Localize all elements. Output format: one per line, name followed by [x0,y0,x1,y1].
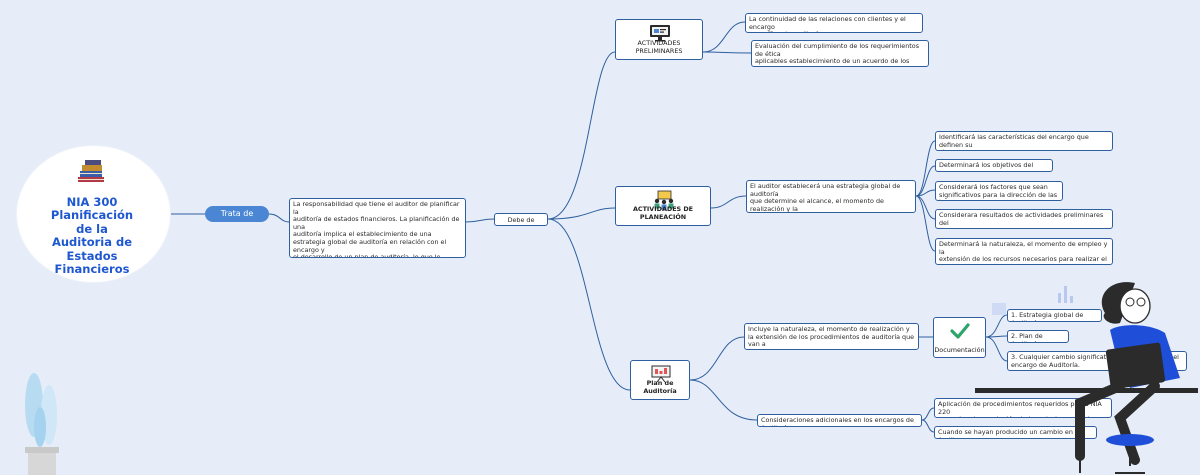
branch-label: ACTIVIDADES DE PLANEACIÓN [632,205,694,221]
debe-de-realizar-box: Debe de realizar [494,213,548,226]
team-presentation-icon [654,190,674,210]
planeacion-item-4: Considerara resultados de actividades pr… [935,209,1113,229]
branch-plan-de-auditoria: Plan de Auditoría [630,360,690,400]
documentacion-item-1: 1. Estrategia global de Auditoría [1007,309,1102,322]
trata-de-label: Trata de [205,206,269,222]
checkmark-icon [950,323,970,339]
person-laptop-illustration [975,282,1198,474]
documentacion-item-2: 2. Plan de Auditoría [1007,330,1069,343]
description-box: La responsabilidad que tiene el auditor … [289,198,466,258]
branch-label: ACTIVIDADES PRELIMINARES [635,39,683,55]
planeacion-item-2: Determinará los objetivos del encargo. [935,159,1053,172]
preliminares-item-1: La continuidad de las relaciones con cli… [745,13,923,33]
plant-illustration [25,373,59,475]
presentation-board-icon [651,365,671,383]
branch-label: Plan de Auditoría [643,379,677,395]
documentacion-box: Documentación [933,317,986,358]
consideraciones-box: Consideraciones adicionales en los encar… [757,414,922,427]
planeacion-item-5: Determinará la naturaleza, el momento de… [935,238,1113,265]
books-icon [78,160,104,182]
documentacion-label: Documentación [934,346,985,354]
planeacion-description: El auditor establecerá una estrategia gl… [746,180,916,213]
branch-actividades-planeacion: ACTIVIDADES DE PLANEACIÓN [615,186,711,226]
root-title: NIA 300 Planificación de la Auditoria de… [50,195,134,277]
plan-description: Incluye la naturaleza, el momento de rea… [744,323,919,350]
monitor-icon [650,25,670,42]
consideraciones-item-1: Aplicación de procedimientos requeridos … [934,398,1112,418]
preliminares-item-2: Evaluación del cumplimiento de los reque… [751,40,929,67]
planeacion-item-3: Considerará los factores que sean signif… [935,181,1063,201]
planeacion-item-1: Identificará las características del enc… [935,131,1113,151]
branch-actividades-preliminares: ACTIVIDADES PRELIMINARES [615,19,703,60]
